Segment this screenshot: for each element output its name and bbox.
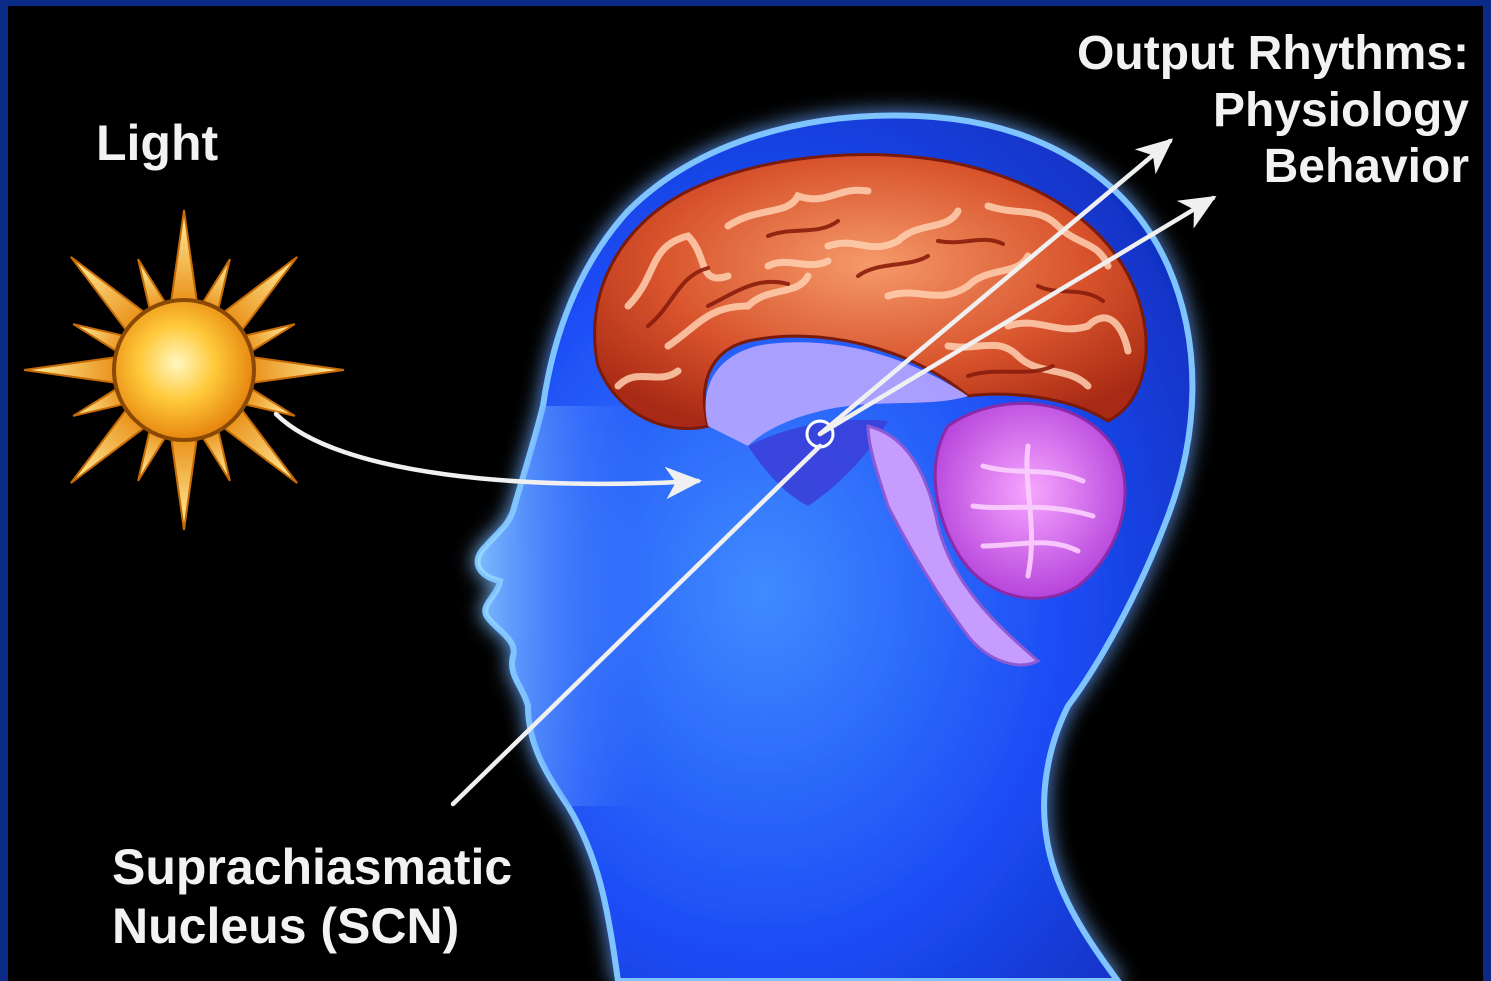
light-label-text: Light	[96, 114, 218, 173]
output-behavior-text: Behavior	[1077, 139, 1469, 196]
scn-label-line2: Nucleus (SCN)	[112, 897, 512, 956]
output-physiology-text: Physiology	[1077, 83, 1469, 140]
diagram-canvas: Light Output Rhythms: Physiology Behavio…	[8, 6, 1483, 981]
sun-icon	[24, 210, 344, 530]
output-rhythms-title: Output Rhythms:	[1077, 26, 1469, 83]
light-label: Light	[96, 114, 218, 173]
output-rhythms-label: Output Rhythms: Physiology Behavior	[1077, 26, 1469, 196]
scn-label-line1: Suprachiasmatic	[112, 838, 512, 897]
scn-label: Suprachiasmatic Nucleus (SCN)	[112, 838, 512, 956]
